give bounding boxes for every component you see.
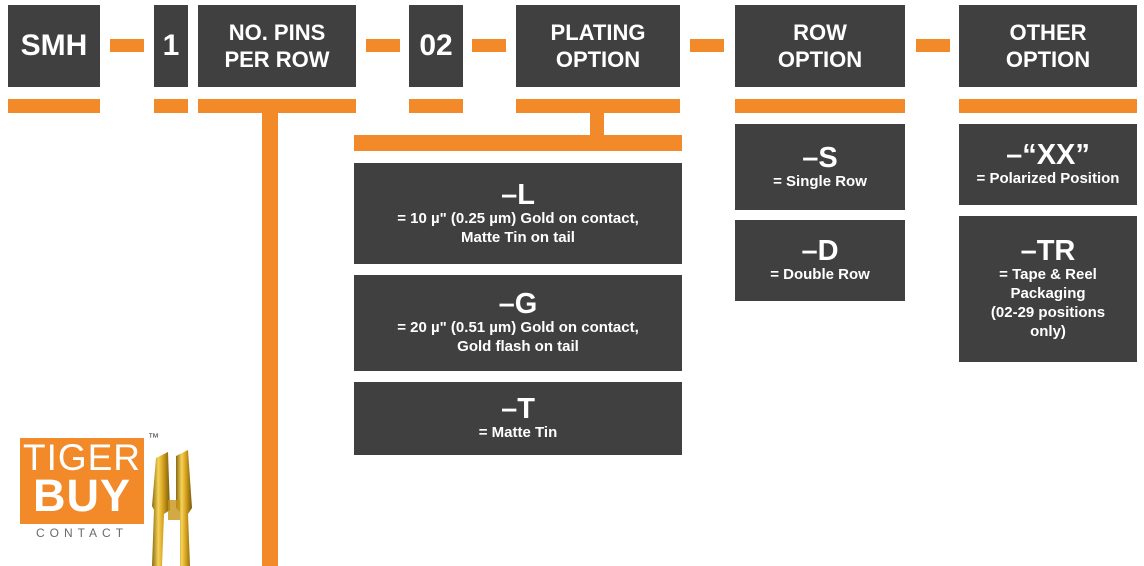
row-option-desc: = Single Row xyxy=(773,172,867,190)
row-header-box: ROW OPTION xyxy=(735,5,905,87)
plating-connector-stem xyxy=(590,113,604,135)
other-header-box: OTHER OPTION xyxy=(959,5,1137,87)
other-option-desc: = Polarized Position xyxy=(976,170,1120,187)
plating-option-desc: Gold flash on tail xyxy=(457,338,579,355)
other-header-line-2: OPTION xyxy=(1005,47,1091,72)
row-header-line-1: ROW xyxy=(793,20,847,45)
plating-option-code: –G xyxy=(498,288,538,320)
row-option-d: –D = Double Row xyxy=(735,220,905,301)
other-option-desc: Packaging xyxy=(1010,285,1086,302)
plating-option-t: –T = Matte Tin xyxy=(354,382,682,455)
dash-4 xyxy=(690,39,724,52)
rows-digit-label: 1 xyxy=(162,29,180,62)
pins-header-box: NO. PINS PER ROW xyxy=(198,5,356,87)
plating-option-l: –L = 10 µ" (0.25 µm) Gold on contact, Ma… xyxy=(354,163,682,264)
tiger-buy-logo: TIGER BUY xyxy=(20,438,144,524)
underline-lead-style xyxy=(409,99,463,113)
gold-contact-icon xyxy=(152,450,192,566)
lead-style-label: 02 xyxy=(419,29,453,62)
underline-other xyxy=(959,99,1137,113)
plating-option-code: –T xyxy=(501,393,535,425)
dash-1 xyxy=(110,39,144,52)
prefix-box: SMH xyxy=(8,5,100,87)
dash-2 xyxy=(366,39,400,52)
pins-header-line-2: PER ROW xyxy=(224,47,330,72)
plating-header-line-2: OPTION xyxy=(555,47,641,72)
plating-option-g: –G = 20 µ" (0.51 µm) Gold on contact, Go… xyxy=(354,275,682,371)
other-option-desc: (02-29 positions xyxy=(990,304,1106,321)
plating-header-line-1: PLATING xyxy=(550,20,646,45)
other-option-desc: only) xyxy=(1030,323,1066,340)
other-option-desc: = Tape & Reel xyxy=(999,266,1097,283)
logo-contact-text: CONTACT xyxy=(35,526,129,540)
row-option-desc: = Double Row xyxy=(770,266,870,283)
row-option-s: –S = Single Row xyxy=(735,124,905,210)
plating-option-desc: = Matte Tin xyxy=(478,424,558,441)
logo-buy-text: BUY xyxy=(32,470,131,521)
underline-rows-digit xyxy=(154,99,188,113)
underline-prefix xyxy=(8,99,100,113)
plating-option-code: –L xyxy=(501,178,535,211)
lead-style-box: 02 xyxy=(409,5,463,87)
dash-3 xyxy=(472,39,506,52)
prefix-label: SMH xyxy=(20,29,88,62)
trademark-symbol: ™ xyxy=(148,432,159,444)
row-header-line-2: OPTION xyxy=(777,47,863,72)
other-option-code: –TR xyxy=(1020,235,1076,267)
plating-option-desc: Matte Tin on tail xyxy=(461,228,575,246)
underline-row xyxy=(735,99,905,113)
row-option-code: –D xyxy=(801,235,839,267)
dash-5 xyxy=(916,39,950,52)
rows-digit-box: 1 xyxy=(154,5,188,87)
other-header-line-1: OTHER xyxy=(1009,20,1087,45)
plating-option-desc: = 20 µ" (0.51 µm) Gold on contact, xyxy=(397,319,639,336)
plating-connector-bar xyxy=(354,135,682,151)
underline-pins xyxy=(198,99,356,113)
plating-header-box: PLATING OPTION xyxy=(516,5,680,87)
row-option-code: –S xyxy=(802,141,838,174)
other-option-tr: –TR = Tape & Reel Packaging (02-29 posit… xyxy=(959,216,1137,362)
other-option-code: –“XX” xyxy=(1006,139,1090,171)
pins-connector-line xyxy=(262,113,278,566)
underline-plating xyxy=(516,99,680,113)
other-option-xx: –“XX” = Polarized Position xyxy=(959,124,1137,205)
pins-header-line-1: NO. PINS xyxy=(228,20,326,45)
logo-tiger-text: TIGER xyxy=(22,437,142,478)
plating-option-desc: = 10 µ" (0.25 µm) Gold on contact, xyxy=(397,209,639,227)
